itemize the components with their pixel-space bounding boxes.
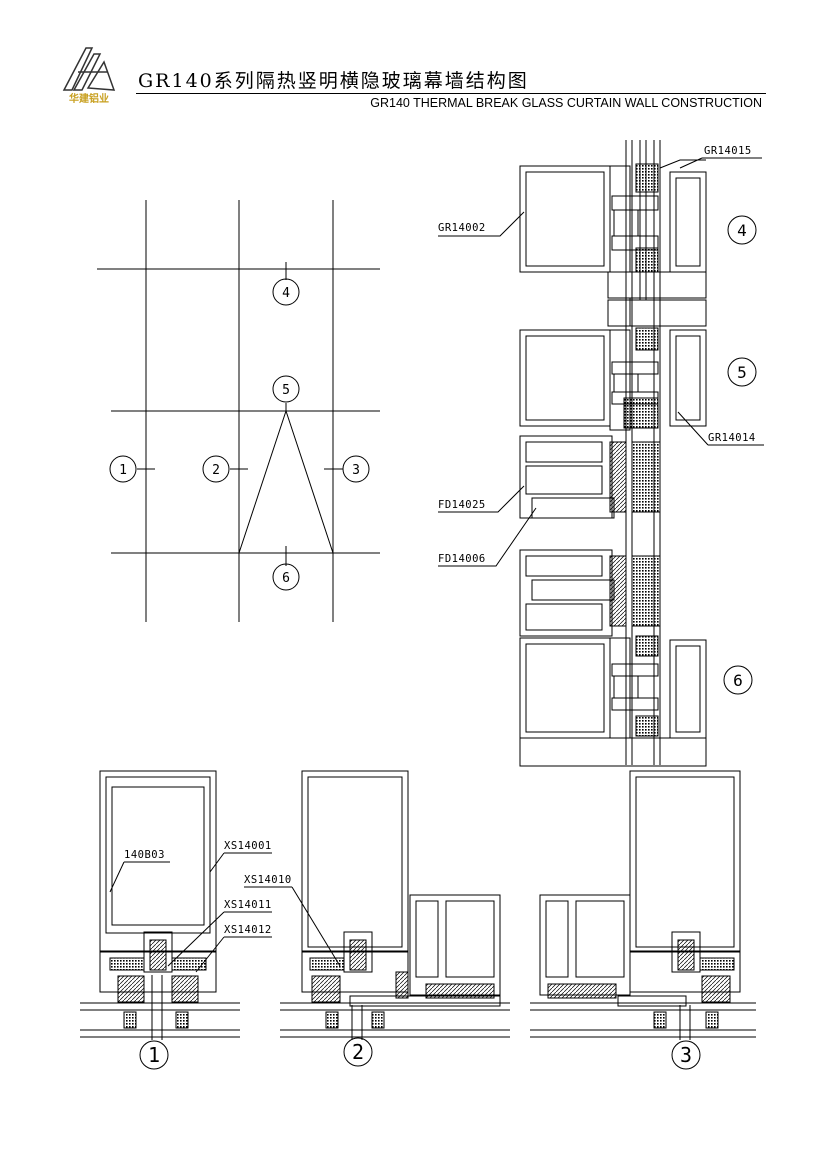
section-marker-6: 6 xyxy=(733,671,743,690)
callout-fd14025: FD14025 xyxy=(438,499,486,511)
section-marker-4: 4 xyxy=(737,221,747,240)
page-subtitle: GR140 THERMAL BREAK GLASS CURTAIN WALL C… xyxy=(370,96,762,110)
callout-gr14002: GR14002 xyxy=(438,222,486,234)
section-marker-3: 3 xyxy=(680,1043,692,1067)
callout-xs14010: XS14010 xyxy=(244,874,292,886)
elevation-marker-4: 4 xyxy=(282,286,290,301)
title-divider xyxy=(136,93,766,94)
callout-xs14011: XS14011 xyxy=(224,899,272,911)
section-marker-1: 1 xyxy=(148,1043,160,1067)
section-marker-2: 2 xyxy=(352,1040,364,1064)
callout-gr14015: GR14015 xyxy=(704,145,752,157)
callout-xs14001: XS14001 xyxy=(224,840,272,852)
callout-140b03: 140B03 xyxy=(124,849,165,861)
callout-fd14006: FD14006 xyxy=(438,553,486,565)
logo-text: 华建铝业 xyxy=(69,94,109,105)
callout-gr14014: GR14014 xyxy=(708,432,756,444)
elevation-marker-2: 2 xyxy=(212,463,220,478)
callout-xs14012: XS14012 xyxy=(224,924,272,936)
section-marker-5: 5 xyxy=(737,363,747,382)
company-logo-icon xyxy=(62,47,116,91)
elevation-marker-1: 1 xyxy=(119,463,127,478)
elevation-marker-5: 5 xyxy=(282,383,290,398)
page-title: GR140系列隔热竖明横隐玻璃幕墙结构图 xyxy=(138,70,529,92)
elevation-marker-6: 6 xyxy=(282,571,290,586)
elevation-marker-3: 3 xyxy=(352,463,360,478)
